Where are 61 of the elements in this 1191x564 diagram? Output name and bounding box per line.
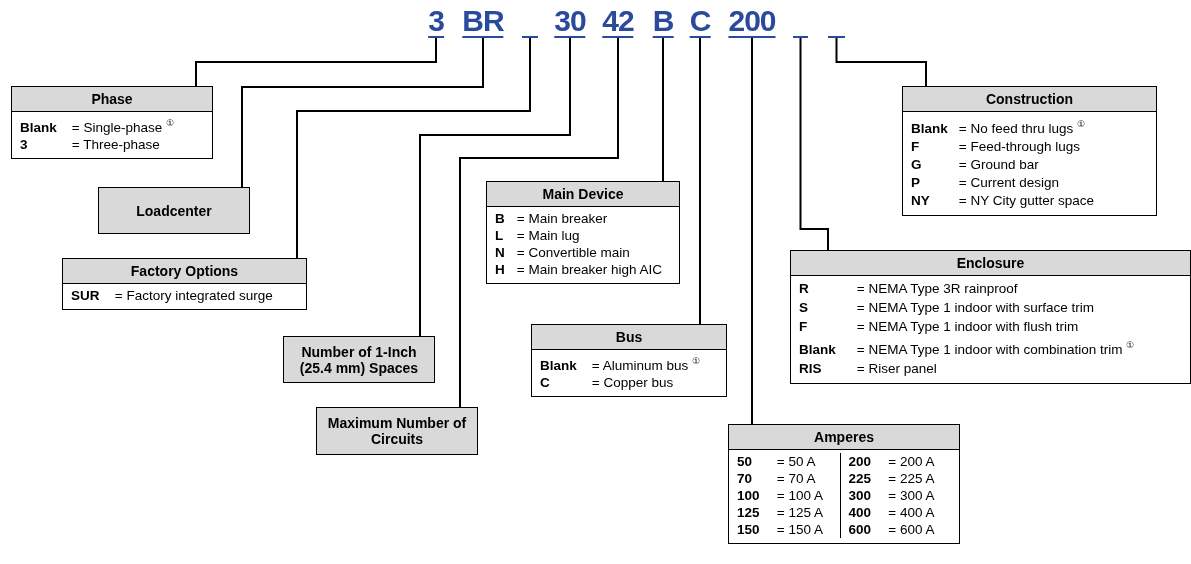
table-heading: Amperes [729, 425, 959, 450]
catalog-code-segment: C [689, 6, 711, 38]
leader-line [459, 37, 619, 408]
option-row-text: 3 = Three-phase [20, 135, 161, 153]
option-row-text: P = Current design [911, 173, 1060, 192]
option-table [62, 258, 307, 310]
option-row-text: 50 = 50 A [737, 453, 817, 470]
leader-line [835, 37, 927, 87]
table-heading: Enclosure [791, 251, 1190, 276]
option-table [531, 324, 727, 397]
option-row-text: 600 = 600 A [848, 521, 936, 538]
option-row-text: 150 = 150 A [737, 521, 824, 538]
catalog-code-segment: 3 [428, 6, 444, 38]
option-row-text: Blank = NEMA Type 1 indoor with combination trim $^{①}$ [799, 339, 1136, 359]
table-heading: Bus [532, 325, 726, 350]
option-row-text: NY = NY City gutter space [911, 191, 1095, 210]
option-row-text: B = Main breaker [495, 210, 609, 227]
option-row-text: 100 = 100 A [737, 487, 824, 504]
label-box [98, 187, 250, 234]
option-row-text: 200 = 200 A [848, 453, 936, 470]
catalog-code-segment: 30 [554, 6, 586, 38]
leader-line [419, 37, 571, 337]
table-heading: Phase [12, 87, 212, 112]
option-table [486, 181, 680, 284]
table-heading: Main Device [487, 182, 679, 207]
option-row-text: Blank = Single-phase $^{①}$ [20, 117, 175, 136]
option-row-text: 70 = 70 A [737, 470, 817, 487]
option-row-text: C = Copper bus [540, 373, 675, 391]
option-row-text: Blank = Aluminum bus $^{①}$ [540, 355, 701, 374]
option-table [728, 424, 960, 544]
option-table [790, 250, 1191, 384]
catalog-code-segment: 42 [602, 6, 634, 38]
option-row-text: 300 = 300 A [848, 487, 936, 504]
catalog-code-segment: 200 [728, 6, 776, 38]
table-heading: Construction [903, 87, 1156, 112]
catalog-code-segment: BR [462, 6, 504, 38]
option-row-text: N = Convertible main [495, 244, 631, 261]
option-row-text: H = Main breaker high AIC [495, 261, 663, 278]
option-row-text: G = Ground bar [911, 155, 1040, 174]
leader-line [799, 37, 829, 251]
leader-line [751, 37, 753, 425]
catalog-code-segment: B [652, 6, 674, 38]
option-row-text: F = Feed-through lugs [911, 137, 1081, 156]
option-row-text: L = Main lug [495, 227, 581, 244]
option-row-text: 400 = 400 A [848, 504, 936, 521]
leader-line [699, 37, 701, 325]
leader-line [296, 37, 531, 259]
table-heading: Factory Options [63, 259, 306, 284]
leader-line [195, 37, 437, 87]
option-row-text: Blank = No feed thru lugs $^{①}$ [911, 118, 1086, 138]
option-table [11, 86, 213, 159]
option-row-text: 225 = 225 A [848, 470, 936, 487]
option-table [902, 86, 1157, 216]
option-row-text: 125 = 125 A [737, 504, 824, 521]
option-row-text: R = NEMA Type 3R rainproof [799, 280, 1019, 298]
option-row-text: S = NEMA Type 1 indoor with surface trim [799, 299, 1095, 317]
leader-line [241, 37, 484, 188]
leader-line [662, 37, 664, 182]
option-row-text: RIS = Riser panel [799, 359, 938, 378]
option-row-text: SUR = Factory integrated surge [71, 287, 274, 304]
option-row-text: F = NEMA Type 1 indoor with flush trim [799, 318, 1080, 336]
